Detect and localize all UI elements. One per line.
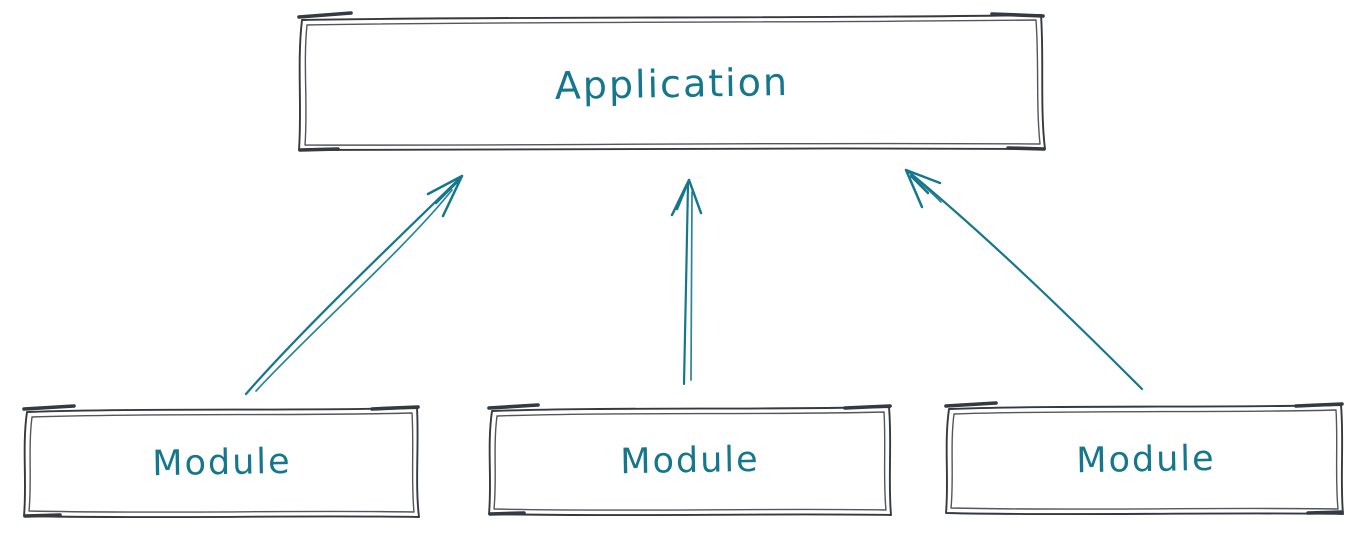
application-label: Application (554, 60, 789, 108)
module-left-box-outline (23, 407, 420, 519)
application-corner-tick-br (1006, 146, 1046, 151)
module-center-box-sketch (493, 411, 887, 511)
module-left-corner-tick-tr (370, 405, 420, 411)
arrow-left-shaft-sketch (255, 189, 453, 392)
arrow-module-right-to-application (904, 168, 1144, 391)
module-left-label: Module (152, 442, 292, 484)
application-corner-tick-tr (990, 12, 1045, 18)
module-center-corner-tick-tr (843, 404, 892, 410)
module-left-corner-tick-bl (23, 513, 62, 518)
application-node: Application (297, 11, 1046, 152)
application-box-sketch (304, 19, 1041, 146)
arrow-right-shaft (907, 170, 1144, 391)
application-corner-tick-tl (297, 11, 353, 19)
arrow-center-shaft-sketch (690, 191, 693, 381)
module-right-corner-tick-tr (1294, 402, 1344, 408)
module-left-box-sketch (28, 412, 415, 513)
module-right-corner-tick-tl (944, 401, 998, 408)
module-right-corner-tick-br (1306, 510, 1344, 515)
arrow-module-center-to-application (670, 178, 703, 386)
module-right-box-sketch (950, 409, 1339, 510)
arrow-left-head (426, 174, 464, 218)
module-right-label: Module (1076, 439, 1216, 481)
module-center-corner-tick-tl (487, 403, 540, 410)
module-right-box-outline (945, 404, 1344, 516)
module-center-box-outline (488, 406, 892, 517)
arrow-right-head (904, 168, 942, 209)
application-corner-tick-bl (298, 147, 340, 152)
module-node-left: Module (22, 404, 420, 519)
module-left-corner-tick-tl (22, 404, 76, 411)
module-center-label: Module (620, 440, 760, 482)
arrow-center-shaft (682, 182, 690, 386)
arrow-left-shaft (244, 177, 461, 396)
module-node-center: Module (487, 403, 892, 517)
arrow-module-left-to-application (244, 174, 464, 396)
arrow-center-head (670, 178, 703, 217)
module-node-right: Module (944, 401, 1344, 516)
module-center-corner-tick-bl (488, 511, 526, 516)
